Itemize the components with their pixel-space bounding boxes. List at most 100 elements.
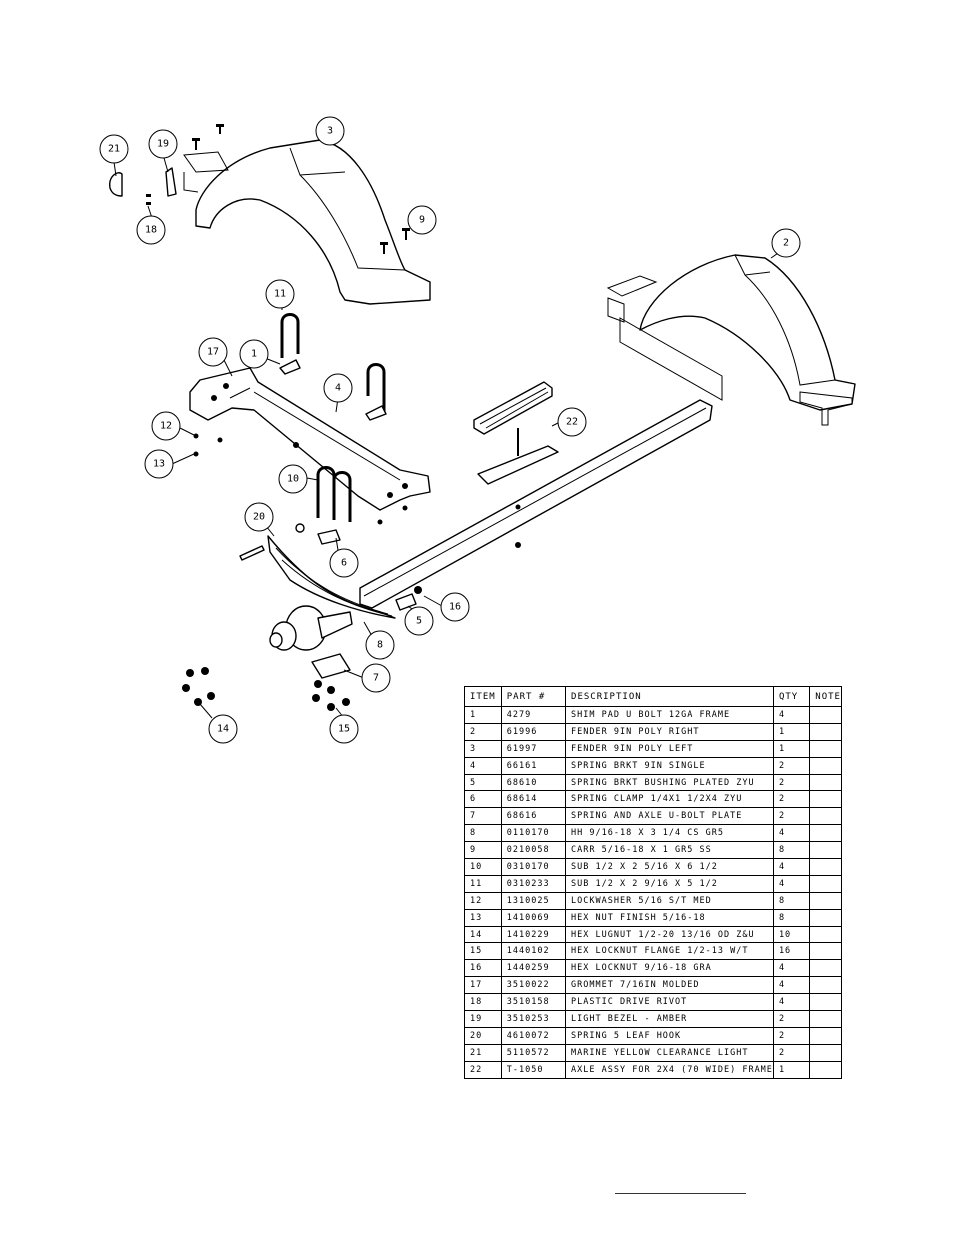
hardware [109,124,410,711]
cell-note [809,1060,842,1079]
callout-bubble: 21 [99,134,129,164]
cell-note [809,841,842,860]
callout-label: 19 [157,139,169,150]
cell-part-number: 1410069 [500,908,567,927]
col-header-part-number: PART # [500,686,567,707]
cell-qty: 1 [772,1060,811,1079]
callout-bubble: 9 [407,205,437,235]
footer-link[interactable] [615,1183,746,1194]
callout-label: 5 [416,616,422,627]
cell-description: SPRING BRKT 9IN SINGLE [565,756,774,775]
cell-description: SPRING AND AXLE U-BOLT PLATE [565,807,774,826]
callout-bubble: 3 [315,116,345,146]
cell-description: AXLE ASSY FOR 2X4 (70 WIDE) FRAME [565,1060,774,1079]
cell-part-number: 1440102 [500,942,567,961]
cell-note [809,925,842,944]
callout-label: 22 [566,417,578,428]
callout-bubble: 5 [404,606,434,636]
callout-label: 2 [783,238,789,249]
callout-label: 6 [341,558,347,569]
cell-item: 9 [464,841,502,860]
cell-part-number: 61996 [500,722,567,741]
cell-note [809,739,842,758]
cell-part-number: 0210058 [500,841,567,860]
cell-description: HH 9/16-18 X 3 1/4 CS GR5 [565,824,774,843]
u-bolts [279,313,387,522]
cell-description: MARINE YELLOW CLEARANCE LIGHT [565,1043,774,1062]
cell-item: 8 [464,824,502,843]
cell-part-number: 3510022 [500,976,567,995]
cell-description: PLASTIC DRIVE RIVOT [565,993,774,1012]
cell-part-number: 4279 [500,706,567,724]
cell-note [809,993,842,1012]
callout-bubble: 8 [365,630,395,660]
callout-bubble: 11 [265,279,295,309]
table-header-row: ITEM PART # DESCRIPTION QTY NOTE [464,686,842,707]
cell-description: HEX LOCKNUT 9/16-18 GRA [565,959,774,978]
callout-bubble: 18 [136,215,166,245]
callout-label: 17 [207,347,219,358]
cell-part-number: 0310170 [500,858,567,876]
col-header-note: NOTE [809,686,842,707]
cell-description: HEX LUGNUT 1/2-20 13/16 OD Z&U [565,925,774,944]
cell-item: 13 [464,908,502,927]
callout-bubble: 12 [151,411,181,441]
cell-item: 16 [464,959,502,978]
cell-part-number: 68614 [500,790,567,809]
cell-note [809,976,842,995]
callout-bubble: 1 [239,339,269,369]
cell-item: 5 [464,773,502,792]
callout-bubble: 17 [198,337,228,367]
cell-note [809,790,842,809]
cell-description: FENDER 9IN POLY RIGHT [565,722,774,741]
leaf-spring [239,523,396,619]
cell-note [809,908,842,927]
cell-qty: 2 [772,1010,811,1028]
cell-item: 10 [464,858,502,876]
callout-label: 15 [338,724,350,735]
callout-bubble: 19 [148,129,178,159]
cell-part-number: 61997 [500,739,567,758]
cell-part-number: 68610 [500,773,567,792]
callout-label: 11 [274,289,286,300]
callout-bubble: 22 [557,407,587,437]
cell-item: 4 [464,756,502,775]
cell-item: 18 [464,993,502,1012]
callout-label: 14 [217,724,229,735]
col-header-item: ITEM [464,686,502,707]
cell-item: 12 [464,891,502,910]
cell-item: 17 [464,976,502,995]
cell-note [809,942,842,961]
cell-qty: 2 [772,790,811,809]
cell-item: 15 [464,942,502,961]
cell-description: SUB 1/2 X 2 9/16 X 5 1/2 [565,874,774,893]
cell-qty: 1 [772,722,811,741]
callout-bubble: 7 [361,663,391,693]
cell-part-number: 4610072 [500,1026,567,1045]
cell-description: SPRING 5 LEAF HOOK [565,1026,774,1045]
cell-note [809,722,842,741]
cell-description: SPRING CLAMP 1/4X1 1/2X4 ZYU [565,790,774,809]
cell-qty: 2 [772,773,811,792]
cell-note [809,874,842,893]
spring-bracket [189,367,431,511]
cell-item: 22 [464,1060,502,1079]
cell-item: 1 [464,706,502,724]
cell-qty: 4 [772,706,811,724]
